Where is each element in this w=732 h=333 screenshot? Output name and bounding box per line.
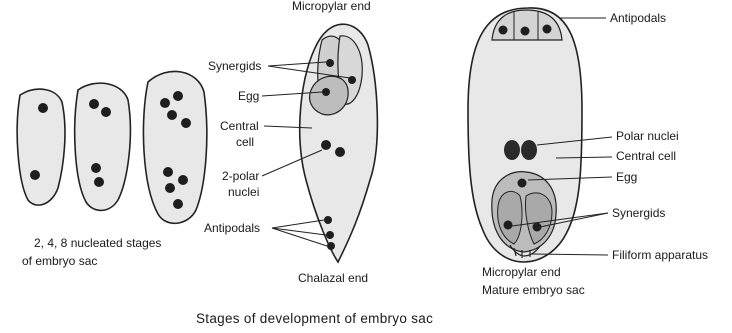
polar-nucleus [321, 140, 331, 150]
synergid-nucleus [348, 76, 356, 84]
egg-label-right: Egg [616, 170, 637, 184]
nucleus [94, 177, 104, 187]
nucleus [160, 98, 170, 108]
synergids-label-middle: Synergids [208, 59, 261, 73]
polar-nucleus [504, 140, 520, 160]
four-nucleate-sac [75, 83, 131, 210]
antipodal-nucleus [324, 216, 332, 224]
nucleus [101, 107, 111, 117]
synergids-label-right: Synergids [612, 206, 665, 220]
antipodal-nucleus [326, 231, 334, 239]
antipodal-nucleus [327, 242, 335, 250]
central-cell-label-line2: cell [236, 135, 254, 149]
antipodal-nucleus [521, 27, 530, 36]
diagram-title: Stages of development of embryo sac [196, 311, 433, 326]
nucleus [165, 183, 175, 193]
egg-nucleus [518, 179, 527, 188]
nucleus [163, 167, 173, 177]
egg-nucleus [322, 88, 330, 96]
polar-nucleus [521, 140, 537, 160]
early-stages-caption-line2: of embryo sac [22, 254, 97, 268]
mature-embryo-sac-label: Mature embryo sac [482, 283, 585, 297]
nucleus [173, 199, 183, 209]
polar-nucleus [335, 147, 345, 157]
micropylar-end-label-right: Micropylar end [482, 265, 561, 279]
antipodals-label-middle: Antipodals [204, 221, 260, 235]
egg-label-middle: Egg [238, 89, 259, 103]
micropylar-end-label-top: Micropylar end [292, 0, 371, 13]
antipodal-nucleus [543, 25, 552, 34]
early-stages-caption-line1: 2, 4, 8 nucleated stages [34, 236, 161, 250]
polar-nuclei-label-line2: nuclei [228, 185, 259, 199]
early-stages-group [17, 71, 207, 223]
nucleus [173, 91, 183, 101]
antipodals-label-right: Antipodals [610, 11, 666, 25]
central-cell-label-line1: Central [220, 119, 259, 133]
nucleus [91, 163, 101, 173]
nucleus [89, 99, 99, 109]
nucleus [181, 118, 191, 128]
polar-nuclei-label-line1: 2-polar [222, 169, 259, 183]
nucleus [30, 170, 40, 180]
nucleus [167, 110, 177, 120]
synergid-nucleus [504, 221, 513, 230]
antipodal-nucleus [499, 26, 508, 35]
nucleus [38, 103, 48, 113]
polar-nuclei-label-right: Polar nuclei [616, 129, 679, 143]
developing-sac-group [300, 24, 378, 262]
nucleus [178, 175, 188, 185]
central-cell-label-right: Central cell [616, 149, 676, 163]
filiform-apparatus-label: Filiform apparatus [612, 248, 708, 262]
synergid-nucleus [326, 59, 334, 67]
chalazal-end-label: Chalazal end [298, 271, 368, 285]
